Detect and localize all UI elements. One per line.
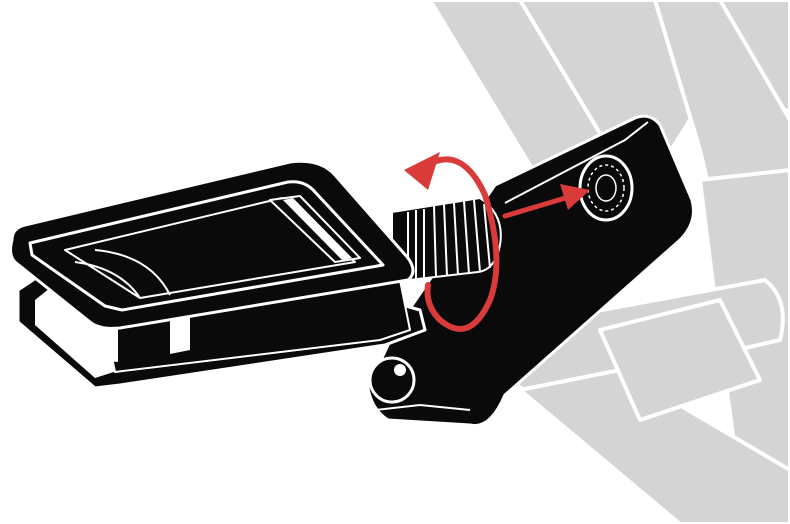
crank-hole-center [596, 175, 616, 201]
chainring-bolt [370, 358, 414, 402]
chainring-bolt-center [394, 364, 406, 376]
pedal [11, 161, 425, 388]
